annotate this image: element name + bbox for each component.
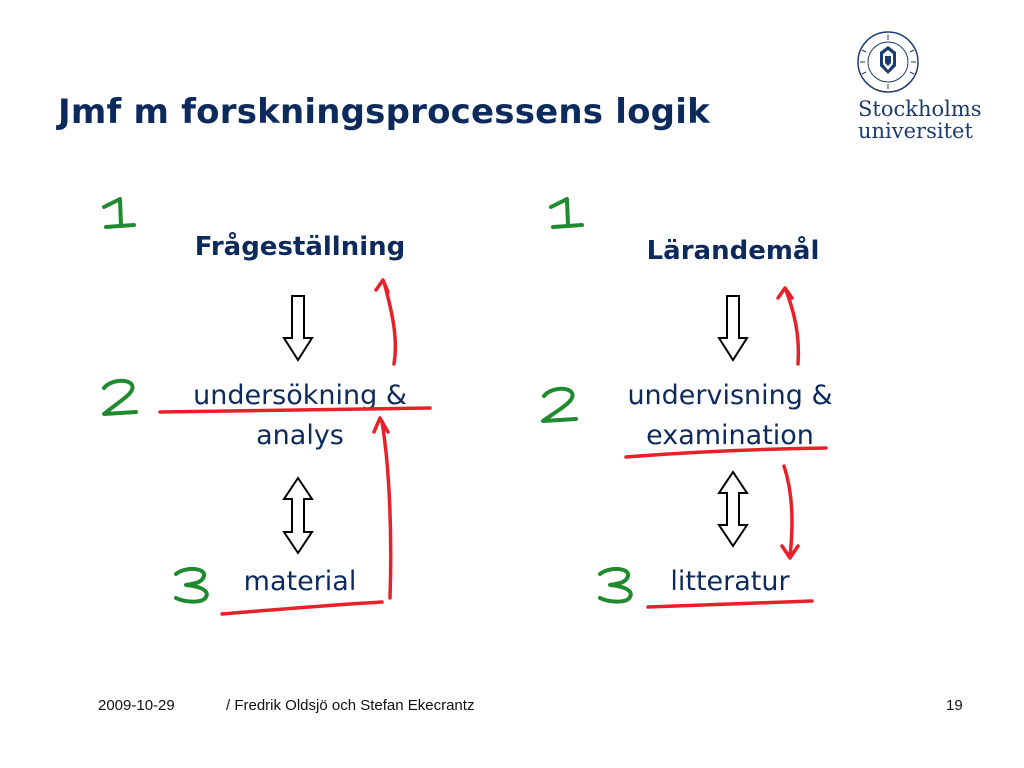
university-seal-icon <box>857 31 919 93</box>
red-underline-undersokning <box>158 406 432 414</box>
page-number: 19 <box>946 697 963 714</box>
up-down-arrow-icon <box>282 476 314 555</box>
stockholm-university-logo: Stockholms universitet <box>850 30 1000 150</box>
red-up-arrow-to-goal <box>776 286 801 366</box>
red-underline-litteratur <box>646 599 814 609</box>
step3-right: litteratur <box>670 566 790 597</box>
step2-left-line1: undersökning & <box>193 380 407 411</box>
logo-line-1: Stockholms <box>858 97 982 121</box>
handwritten-1-right <box>549 197 584 229</box>
red-down-arrow-to-literature <box>780 464 800 560</box>
handwritten-1-left <box>102 197 136 229</box>
slide-title: Jmf m forskningsprocessens logik <box>58 92 710 132</box>
step2-right-line1: undervisning & <box>627 380 833 411</box>
step3-left: material <box>243 566 357 597</box>
handwritten-3-right <box>598 567 633 604</box>
red-up-arrow-from-material <box>372 416 393 600</box>
footer-authors: / Fredrik Oldsjö och Stefan Ekecrantz <box>226 697 475 714</box>
heading-larandemal: Lärandemål <box>646 236 820 266</box>
red-underline-material <box>220 600 384 616</box>
handwritten-3-left <box>174 567 209 604</box>
footer-date: 2009-10-29 <box>98 697 175 714</box>
heading-fragestallning: Frågeställning <box>194 232 406 262</box>
step2-left-line2: analys <box>256 420 344 451</box>
down-arrow-icon <box>717 295 749 362</box>
step2-right-line2: examination <box>646 420 814 451</box>
down-arrow-icon <box>282 295 314 362</box>
red-underline-examination <box>624 446 828 459</box>
handwritten-2-right <box>541 386 578 423</box>
handwritten-2-left <box>102 378 138 416</box>
up-down-arrow-icon <box>717 470 749 548</box>
red-up-arrow-to-question <box>374 278 398 366</box>
logo-line-2: universitet <box>858 119 973 143</box>
